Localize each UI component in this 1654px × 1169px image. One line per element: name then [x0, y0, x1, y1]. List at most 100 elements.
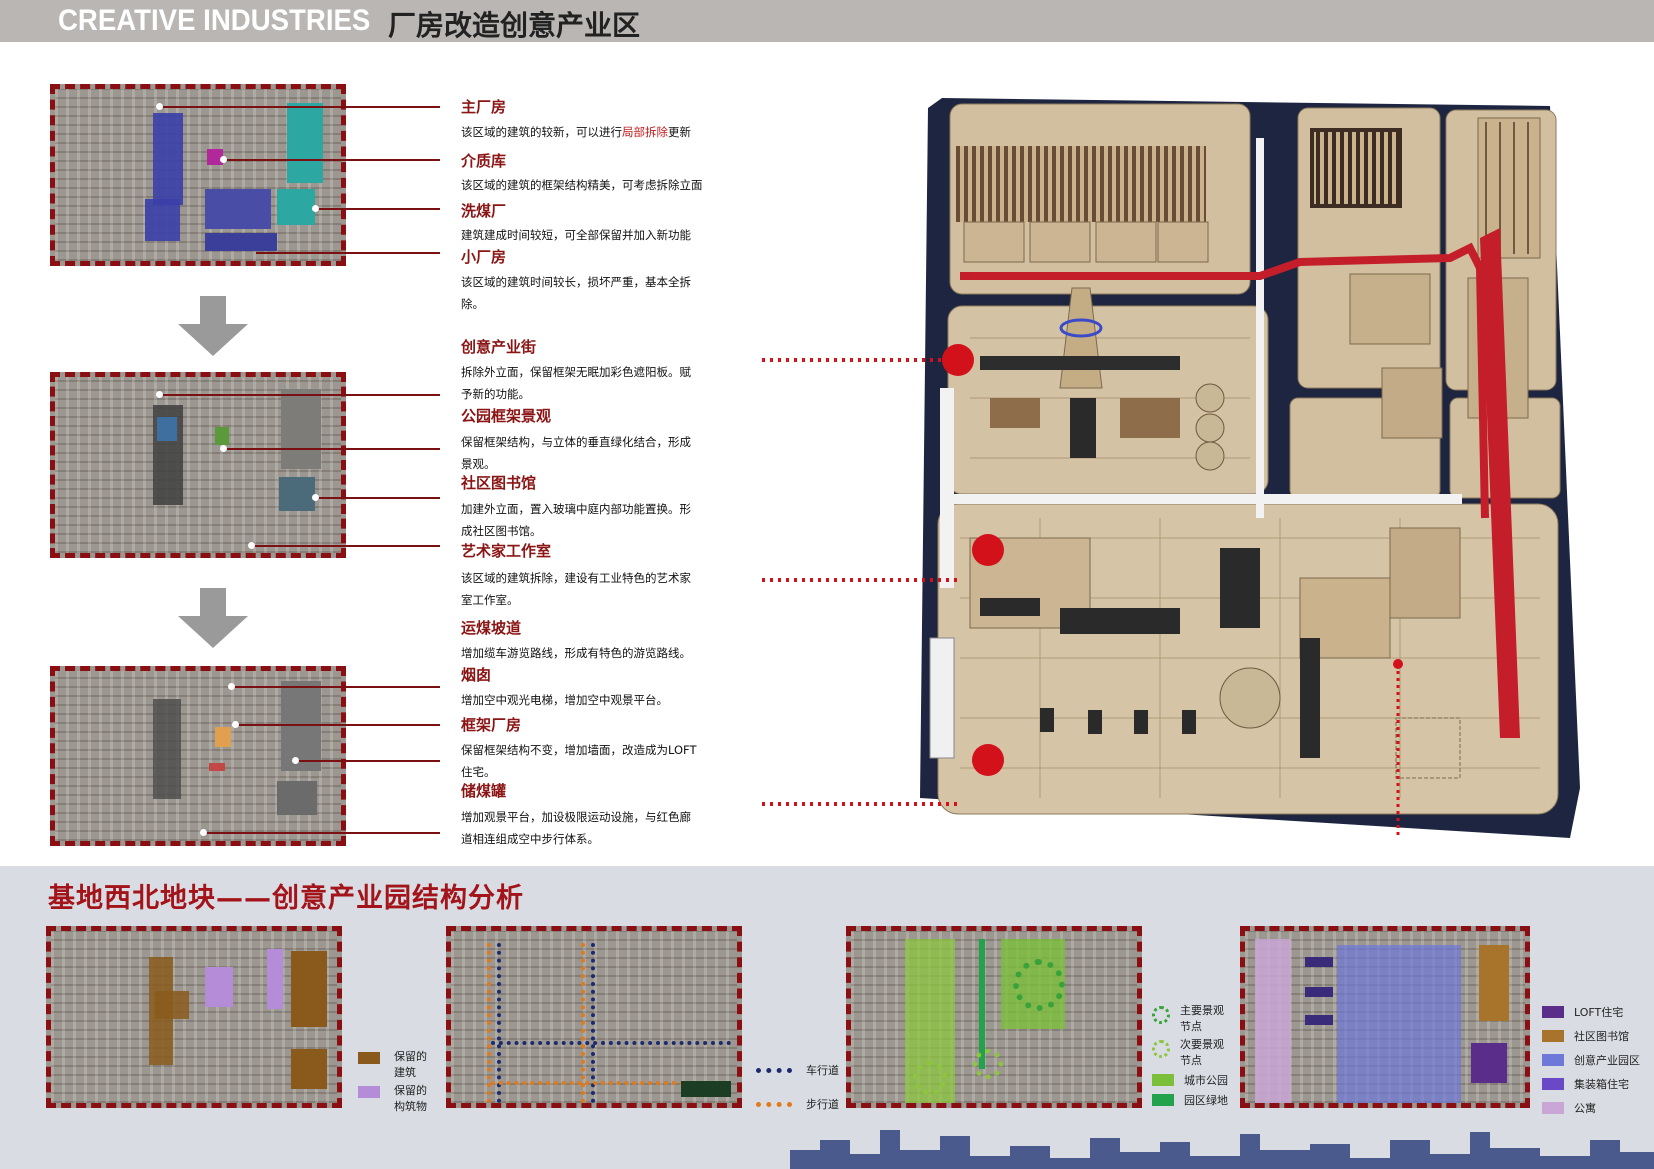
- desc-line: 保留框架结构不变，增加墙面，改造成为LOFT: [461, 743, 697, 757]
- leader-dot: [220, 445, 227, 452]
- leader-dot: [312, 205, 319, 212]
- legend-label: 公寓: [1574, 1102, 1596, 1115]
- legend-swatch-retained-building: [358, 1052, 380, 1064]
- site-map-step-1: [50, 84, 346, 266]
- desc-line: 该区域的建筑时间较长，损坏严重，基本全拆: [461, 275, 691, 289]
- site-map-step-2: [50, 372, 346, 558]
- leader-line: [256, 252, 440, 254]
- legend-secondary-node-icon: [1152, 1040, 1170, 1058]
- desc-line: 住宅。: [461, 765, 496, 779]
- leader-dot: [312, 494, 319, 501]
- step-title-frame-plant: 框架厂房: [461, 716, 522, 734]
- desc-line: 加建外立面，置入玻璃中庭内部功能置换。形: [461, 502, 691, 516]
- step-desc-medium-store: 该区域的建筑的框架结构精美，可考虑拆除立面: [461, 178, 703, 192]
- legend-main-node-icon: [1152, 1006, 1170, 1024]
- legend-line: 保留的: [394, 1050, 427, 1063]
- leader-dot: [292, 757, 299, 764]
- down-arrow-icon: [178, 588, 248, 650]
- step-title-main-plant: 主厂房: [461, 98, 507, 116]
- step-title-coal-washery: 洗煤厂: [461, 202, 507, 220]
- legend-line: 节点: [1180, 1020, 1202, 1033]
- analysis-map-function: [1240, 926, 1530, 1108]
- legend-swatch-retained-structure: [358, 1086, 380, 1098]
- step-title-coal-ramp: 运煤坡道: [461, 619, 522, 637]
- step-desc-creative-street: 拆除外立面，保留框架无眠加彩色遮阳板。赋予新的功能。: [461, 361, 746, 405]
- desc-line: 成社区图书馆。: [461, 524, 542, 538]
- legend-line: 建筑: [394, 1066, 416, 1079]
- legend-label: 创意产业园区: [1574, 1054, 1640, 1067]
- legend-label: 步行道: [806, 1098, 839, 1111]
- header-title-en: CREATIVE INDUSTRIES: [58, 4, 371, 37]
- step-desc-coal-ramp: 增加缆车游览路线，形成有特色的游览路线。: [461, 646, 691, 660]
- desc-line: 除。: [461, 297, 484, 311]
- legend-walk-road-dots: [756, 1102, 792, 1107]
- down-arrow-icon: [178, 296, 248, 358]
- leader-dot: [228, 683, 235, 690]
- legend-line: 次要景观: [1180, 1038, 1224, 1051]
- legend-line: 保留的: [394, 1084, 427, 1097]
- header-title-cn: 厂房改造创意产业区: [388, 9, 641, 42]
- step-title-park-frame: 公园框架景观: [461, 407, 552, 425]
- step-desc-park-frame: 保留框架结构，与立体的垂直绿化结合，形成景观。: [461, 431, 746, 475]
- legend-label: 车行道: [806, 1064, 839, 1077]
- legend-label: 城市公园: [1184, 1074, 1228, 1087]
- analysis-map-retained: [46, 926, 342, 1108]
- desc-line: 该区域的建筑拆除，建设有工业特色的艺术家: [461, 571, 691, 585]
- legend-swatch-creative-park: [1542, 1054, 1564, 1066]
- leader-line: [252, 545, 440, 547]
- desc-text: 该区域的建筑的较新，可以进行: [461, 125, 622, 139]
- step-desc-small-plant: 该区域的建筑时间较长，损坏严重，基本全拆除。: [461, 271, 746, 315]
- leader-line: [296, 760, 440, 762]
- step-title-chimney: 烟囱: [461, 666, 492, 684]
- legend-line: 节点: [1180, 1054, 1202, 1067]
- legend-swatch-library: [1542, 1030, 1564, 1042]
- leader-line: [316, 208, 440, 210]
- desc-line: 拆除外立面，保留框架无眠加彩色遮阳板。赋: [461, 365, 691, 379]
- analysis-map-circulation: [446, 926, 742, 1108]
- leader-dot: [156, 103, 163, 110]
- step-title-community-library: 社区图书馆: [461, 474, 537, 492]
- legend-label: LOFT住宅: [1574, 1006, 1624, 1019]
- step-desc-chimney: 增加空中观光电梯，增加空中观景平台。: [461, 693, 668, 707]
- desc-line: 增加观景平台，加设极限运动设施，与红色廊: [461, 810, 691, 824]
- step-desc-main-plant: 该区域的建筑的较新，可以进行局部拆除更新: [461, 121, 746, 143]
- legend-swatch-apartment: [1542, 1102, 1564, 1114]
- legend-label: 次要景观节点: [1180, 1036, 1224, 1068]
- legend-label: 保留的建筑: [394, 1048, 427, 1080]
- step-desc-community-library: 加建外立面，置入玻璃中庭内部功能置换。形成社区图书馆。: [461, 498, 746, 542]
- legend-label: 保留的构筑物: [394, 1082, 427, 1114]
- legend-label: 社区图书馆: [1574, 1030, 1629, 1043]
- legend-label: 主要景观节点: [1180, 1002, 1224, 1034]
- legend-swatch-container-housing: [1542, 1078, 1564, 1090]
- leader-line: [224, 159, 440, 161]
- step-desc-artist-studio: 该区域的建筑拆除，建设有工业特色的艺术家室工作室。: [461, 567, 746, 611]
- legend-swatch-loft: [1542, 1006, 1564, 1018]
- leader-line: [160, 106, 440, 108]
- step-desc-frame-plant: 保留框架结构不变，增加墙面，改造成为LOFT 住宅。: [461, 739, 746, 783]
- leader-line: [160, 394, 440, 396]
- legend-label: 园区绿地: [1184, 1094, 1228, 1107]
- desc-line: 景观。: [461, 457, 496, 471]
- leader-dot: [248, 542, 255, 549]
- leader-line: [232, 686, 440, 688]
- leader-line: [236, 724, 440, 726]
- desc-line: 室工作室。: [461, 593, 519, 607]
- desc-line: 道相连组成空中步行体系。: [461, 832, 599, 846]
- desc-line: 予新的功能。: [461, 387, 530, 401]
- desc-highlight: 局部拆除: [622, 125, 668, 139]
- site-model-photo: [920, 98, 1580, 838]
- analysis-title: 基地西北地块——创意产业园结构分析: [48, 883, 524, 914]
- legend-label: 集装箱住宅: [1574, 1078, 1629, 1091]
- leader-line: [224, 448, 440, 450]
- step-title-small-plant: 小厂房: [461, 248, 507, 266]
- legend-line: 构筑物: [394, 1100, 427, 1113]
- legend-car-road-dots: [756, 1068, 792, 1073]
- legend-swatch-city-park: [1152, 1074, 1174, 1086]
- legend-line: 主要景观: [1180, 1004, 1224, 1017]
- leader-line: [316, 497, 440, 499]
- header-bar: CREATIVE INDUSTRIES 厂房改造创意产业区: [0, 0, 1654, 42]
- analysis-map-landscape: [846, 926, 1142, 1108]
- leader-dot: [200, 829, 207, 836]
- step-title-coal-tank: 储煤罐: [461, 782, 507, 800]
- site-map-step-3: [50, 666, 346, 846]
